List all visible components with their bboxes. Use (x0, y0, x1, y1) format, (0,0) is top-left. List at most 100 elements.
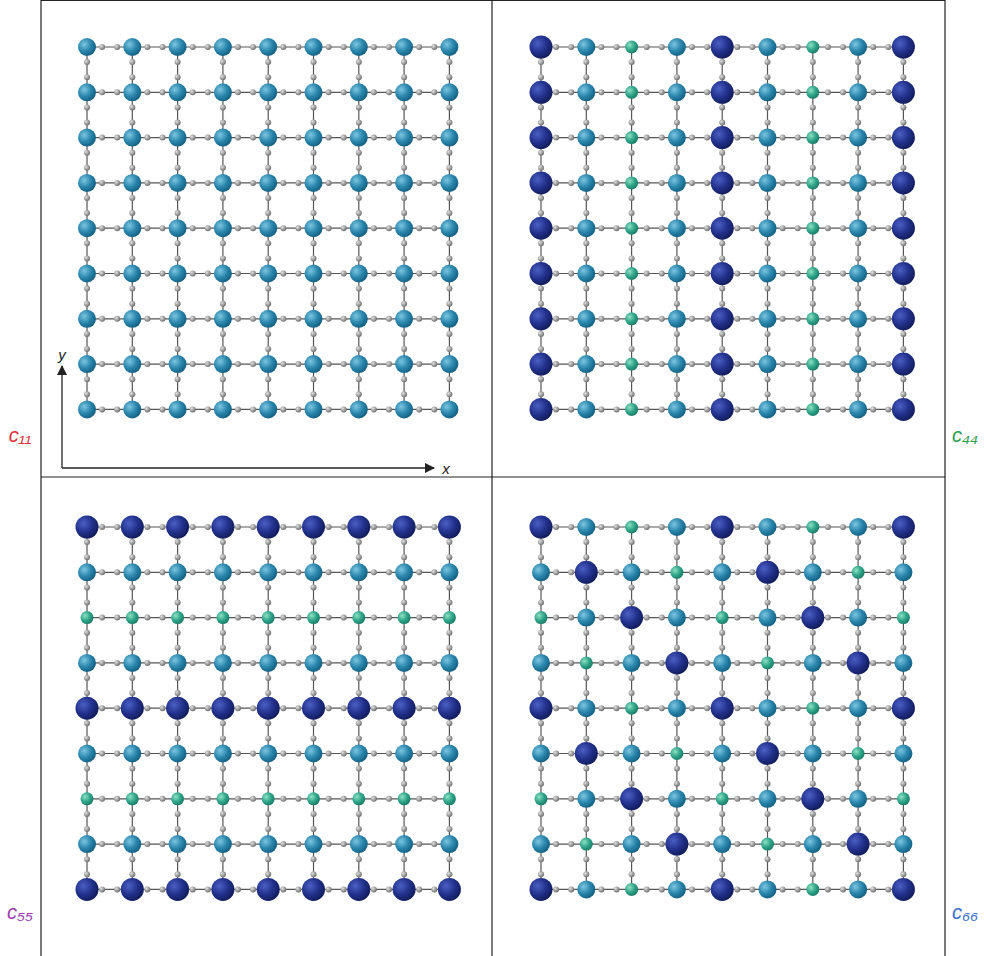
lattice-atom (759, 174, 777, 192)
bond-atom (386, 796, 392, 802)
lattice-atom (350, 129, 368, 147)
lattice-atom (305, 129, 323, 147)
bond-atom (900, 240, 906, 246)
bond-atom (885, 524, 891, 530)
bond-atom (765, 584, 771, 590)
lattice-atom (123, 355, 141, 373)
bond-atom (765, 120, 771, 126)
bond-atom (689, 316, 695, 322)
bond-atom (280, 524, 286, 530)
lattice-atom (395, 563, 413, 581)
bond-atom (341, 569, 347, 575)
bond-atom (749, 751, 755, 757)
lattice-atom (78, 83, 96, 101)
bond-atom (719, 59, 725, 65)
lattice-atom (350, 654, 368, 672)
bond-atom (765, 554, 771, 560)
bond-atom (629, 59, 635, 65)
bond-atom (175, 331, 181, 337)
lattice-atom (892, 307, 915, 330)
lattice-atom (438, 516, 461, 539)
bond-atom (840, 180, 846, 186)
bond-atom (446, 826, 452, 832)
bond-atom (265, 150, 271, 156)
bond-atom (311, 645, 317, 651)
bond (812, 274, 813, 319)
bond-atom (235, 569, 241, 575)
bond-atom (734, 705, 740, 711)
bond-atom (401, 376, 407, 382)
bond (223, 798, 268, 799)
bond-atom (235, 615, 241, 621)
bond-atom (538, 539, 544, 545)
bond-atom (810, 74, 816, 80)
bond-atom (416, 406, 422, 412)
bond-atom (220, 720, 226, 726)
bond-atom (614, 316, 620, 322)
lattice-atom (214, 400, 232, 418)
bond-atom (446, 391, 452, 397)
bond-atom (629, 630, 635, 636)
bond-atom (568, 44, 574, 50)
bond-atom (704, 796, 710, 802)
bond-atom (220, 630, 226, 636)
bond-atom (583, 104, 589, 110)
lattice-atom (759, 310, 777, 328)
bond-atom (614, 271, 620, 277)
bond-atom (629, 346, 635, 352)
bond-atom (205, 615, 211, 621)
bond-atom (311, 240, 317, 246)
bond-atom (810, 301, 816, 307)
bond-atom (810, 584, 816, 590)
bond-atom (295, 524, 301, 530)
bond-atom (719, 690, 725, 696)
bond-atom (311, 600, 317, 606)
bond-atom (326, 316, 332, 322)
bond-atom (840, 705, 846, 711)
bond-atom (855, 74, 861, 80)
bond-atom (205, 406, 211, 412)
lattice-atom (759, 518, 777, 536)
bond-atom (825, 524, 831, 530)
lattice-atom (625, 131, 638, 144)
bond-atom (538, 150, 544, 156)
bond-atom (795, 316, 801, 322)
bond-atom (144, 406, 150, 412)
bond-atom (583, 331, 589, 337)
lattice-atom (440, 129, 458, 147)
bond-atom (719, 331, 725, 337)
lattice-atom (123, 219, 141, 237)
bond-atom (84, 195, 90, 201)
lattice-atom (126, 792, 139, 805)
bond-atom (734, 841, 740, 847)
bond-atom (129, 255, 135, 261)
lattice-atom (395, 83, 413, 101)
bond-atom (190, 841, 196, 847)
bond-atom (870, 135, 876, 141)
bond-atom (629, 150, 635, 156)
bond-atom (825, 271, 831, 277)
bond-atom (84, 59, 90, 65)
bond-atom (900, 600, 906, 606)
bond-atom (220, 104, 226, 110)
bond-atom (84, 811, 90, 817)
bond-atom (749, 796, 755, 802)
bond-atom (900, 255, 906, 261)
bond-atom (704, 524, 710, 530)
lattice-atom (350, 310, 368, 328)
bond (268, 798, 313, 799)
bond-atom (250, 225, 256, 231)
bond-atom (583, 165, 589, 171)
bond-atom (280, 135, 286, 141)
bond-atom (583, 584, 589, 590)
lattice-atom (169, 129, 187, 147)
bond-atom (855, 766, 861, 772)
lattice-atom (849, 310, 867, 328)
bond-atom (749, 361, 755, 367)
lattice-atom (259, 174, 277, 192)
bond-atom (674, 210, 680, 216)
bond-atom (659, 225, 665, 231)
bond-atom (250, 705, 256, 711)
bond-atom (840, 406, 846, 412)
bond-atom (840, 316, 846, 322)
